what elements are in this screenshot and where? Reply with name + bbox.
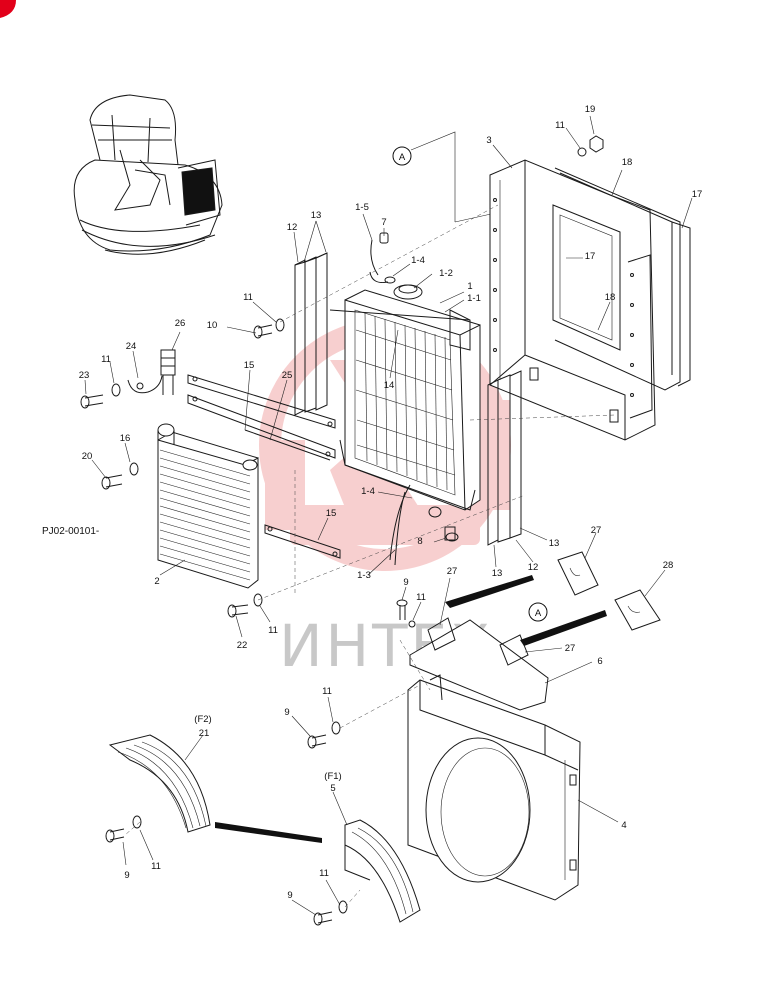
oil-cooler <box>157 423 259 589</box>
callout-label: 6 <box>597 656 602 667</box>
callout-label: 11 <box>416 592 426 603</box>
callout-label: 2 <box>154 576 159 587</box>
callout-label: 24 <box>126 341 137 352</box>
hose-fitting <box>160 349 176 395</box>
callout-label: 18 <box>605 292 616 303</box>
bolts-and-washers <box>80 135 604 926</box>
fan-shroud <box>407 674 581 901</box>
seal-frame <box>554 167 691 391</box>
corner-mark-icon <box>0 0 16 18</box>
view-marker-a-top: A <box>392 146 412 166</box>
callout-label: 17 <box>692 189 703 200</box>
direction-arrows <box>215 575 607 843</box>
callout-label: 19 <box>585 104 596 115</box>
callout-label: 15 <box>244 360 255 371</box>
hose-clamp <box>127 375 163 394</box>
callout-label: 11 <box>151 861 161 872</box>
callout-labels: 19 11 3 18 17 17 18 13 12 1-5 7 1-4 1-2 … <box>79 104 703 901</box>
fan-shroud-bracket <box>409 617 549 711</box>
callout-label: 16 <box>120 433 131 444</box>
callout-label: 4 <box>621 820 626 831</box>
svg-text:A: A <box>535 608 542 619</box>
diagram-code: PJ02-00101- <box>42 526 99 537</box>
callout-label: 11 <box>319 868 329 879</box>
callout-label: 14 <box>384 380 395 391</box>
radiator-core <box>339 232 481 566</box>
callout-label: 12 <box>528 562 539 573</box>
fan-guard-f2 <box>108 734 211 833</box>
callout-label: 28 <box>663 560 674 571</box>
callout-label: 12 <box>287 222 298 233</box>
support-rod <box>329 309 471 321</box>
sponge-strips-right <box>487 370 522 546</box>
callout-label: 13 <box>311 210 322 221</box>
callout-label: 13 <box>492 568 503 579</box>
callout-label: 26 <box>175 318 186 329</box>
callout-label: 9 <box>287 890 292 901</box>
svg-text:A: A <box>399 152 406 163</box>
fan-guard-f2-label: (F2) <box>194 714 211 725</box>
mounting-brackets <box>187 374 341 559</box>
callout-label: 11 <box>101 354 111 365</box>
callout-label: 8 <box>417 536 422 547</box>
callout-label: 7 <box>381 217 386 228</box>
callout-label: 20 <box>82 451 93 462</box>
callout-label: 1 <box>467 281 472 292</box>
callout-label: 1-4 <box>361 486 375 497</box>
callout-label: 3 <box>486 135 491 146</box>
callout-label: 25 <box>282 370 293 381</box>
callout-label: 21 <box>199 728 210 739</box>
callout-label: 11 <box>243 292 253 303</box>
radiator-frame <box>489 159 656 441</box>
callout-label: 9 <box>124 870 129 881</box>
callout-label: 17 <box>585 251 596 262</box>
callout-label: 5 <box>330 783 335 794</box>
callout-label: 11 <box>268 625 278 636</box>
callout-label: 27 <box>447 566 458 577</box>
sponge-strips-left <box>294 252 328 416</box>
view-marker-a-bottom: A <box>528 602 548 622</box>
callout-label: 23 <box>79 370 90 381</box>
callout-label: 1-1 <box>467 293 481 304</box>
callout-label: 27 <box>565 643 576 654</box>
callout-label: 15 <box>326 508 337 519</box>
callout-label: 1-3 <box>357 570 371 581</box>
shim-plates <box>557 551 661 631</box>
callout-label: 9 <box>284 707 289 718</box>
fan-guard-f1-label: (F1) <box>324 771 341 782</box>
fan-guard-f1 <box>344 819 421 923</box>
callout-label: 1-2 <box>439 268 453 279</box>
callout-label: 9 <box>403 577 408 588</box>
callout-label: 18 <box>622 157 633 168</box>
callout-label: 1-4 <box>411 255 425 266</box>
callout-label: 11 <box>555 120 565 131</box>
callout-label: 10 <box>207 320 218 331</box>
leader-lines <box>84 115 693 916</box>
callout-label: 22 <box>237 640 248 651</box>
assembly-lines <box>124 204 616 908</box>
excavator-thumbnail <box>73 94 223 255</box>
callout-label: 13 <box>549 538 560 549</box>
callout-label: 11 <box>322 686 332 697</box>
callout-label: 27 <box>591 525 602 536</box>
callout-label: 1-5 <box>355 202 369 213</box>
